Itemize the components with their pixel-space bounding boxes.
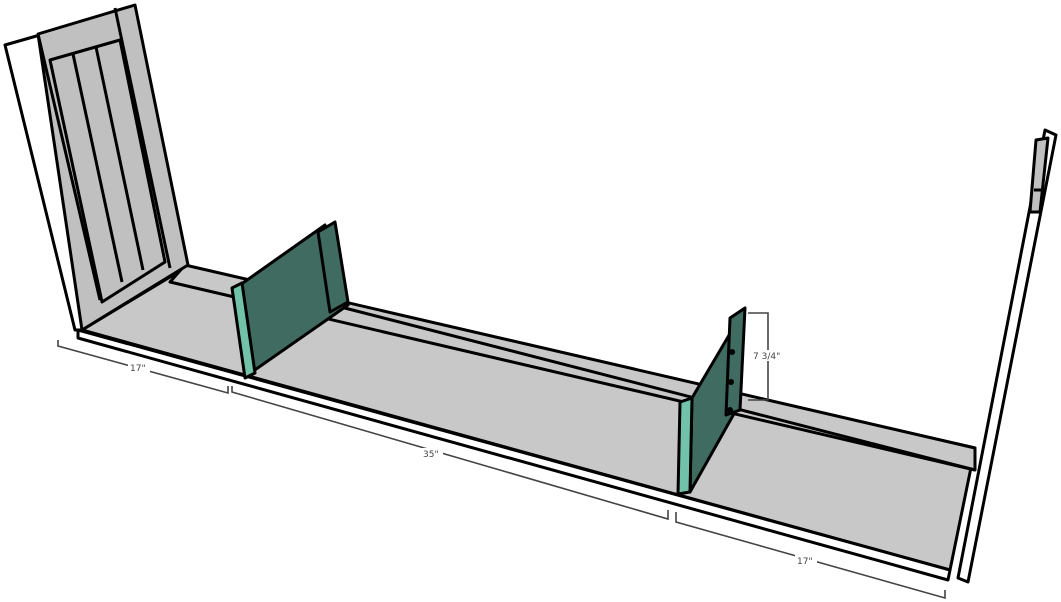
dimension-middle-section: 35" — [423, 450, 439, 460]
dimension-left-section: 17" — [130, 364, 146, 374]
left-divider — [230, 220, 350, 380]
dimension-right-section: 17" — [797, 557, 813, 567]
right-divider — [676, 306, 747, 496]
bottom-board-front-edge — [76, 328, 952, 582]
left-end-panel — [3, 3, 190, 332]
right-end-panel — [956, 128, 1058, 584]
dimension-divider-height: 7 3/4" — [753, 352, 780, 362]
